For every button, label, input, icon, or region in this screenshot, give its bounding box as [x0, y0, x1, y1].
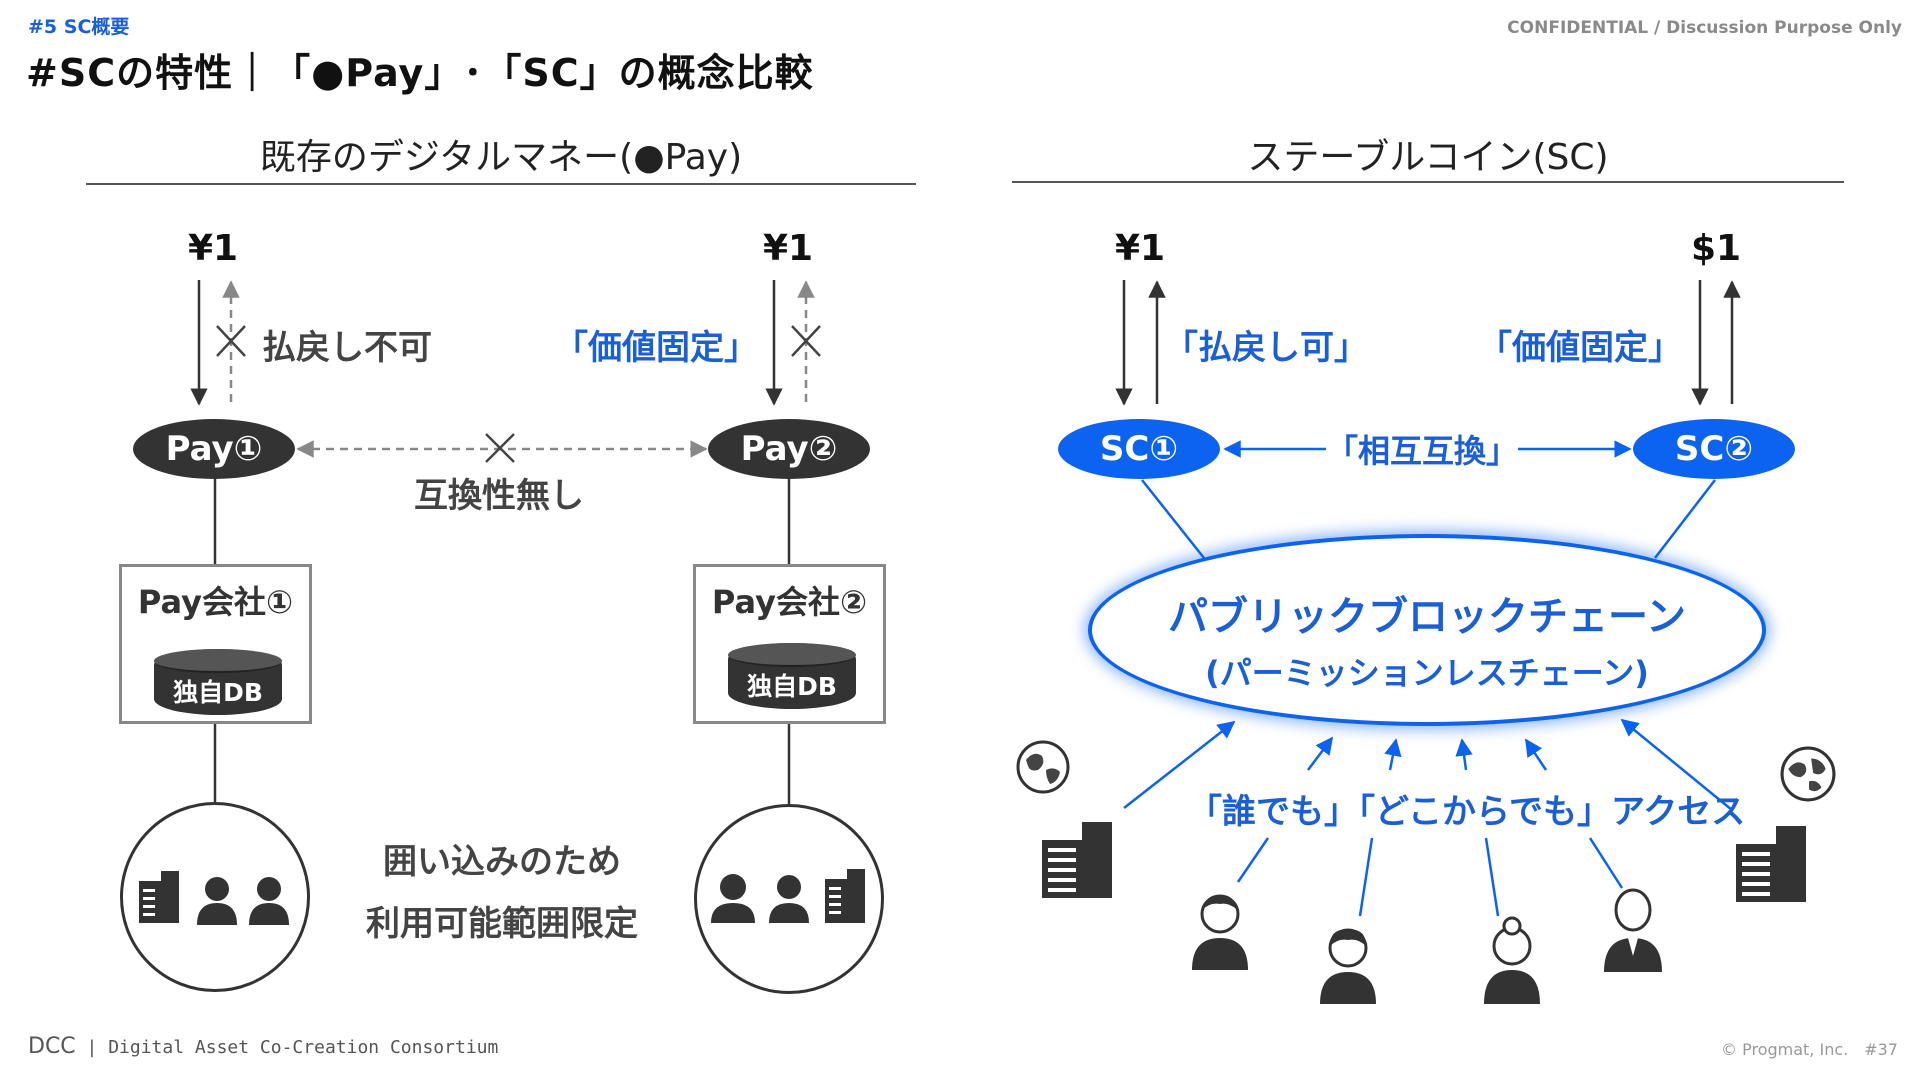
database-2-label: 独自DB: [747, 672, 837, 701]
person-icon: [1192, 894, 1248, 970]
page-title: #SCの特性｜「●Pay」･「SC」の概念比較: [26, 51, 814, 95]
label-no-interop: 互換性無し: [414, 476, 584, 516]
label-interop: 「相互互換」: [1326, 432, 1519, 470]
pay-company-1: Pay会社① 独自DB: [119, 564, 312, 724]
pay-company-1-label: Pay会社①: [137, 583, 294, 621]
right-divider: [1012, 181, 1844, 183]
label-no-refund: 払戻し不可: [262, 328, 432, 368]
globe-icon: [1780, 746, 1836, 802]
right-heading: ステーブルコイン(SC): [1247, 137, 1609, 178]
blockchain-title: パブリックブロックチェーン: [1168, 594, 1686, 640]
building-icon: [1042, 822, 1112, 898]
user-group-2-icons: [711, 869, 865, 923]
user-group-1-icons: [139, 871, 289, 925]
building-icon: [825, 869, 865, 923]
footer-logo-text: Digital Asset Co-Creation Consortium: [108, 1037, 499, 1058]
building-icon: [139, 871, 179, 923]
footer-logo-mark: DCC: [28, 1034, 76, 1059]
left-amount-1: ¥1: [187, 228, 239, 269]
footer-logo: DCC | Digital Asset Co-Creation Consorti…: [28, 1034, 498, 1059]
label-fixed-value-right: 「価値固定」: [1478, 328, 1682, 368]
database-1: 独自DB: [154, 649, 282, 715]
globe-icon: [1016, 740, 1070, 794]
copyright: © Progmat, Inc. #37: [1721, 1040, 1898, 1059]
person-icon: [1320, 928, 1376, 1004]
access-label: 「誰でも」「どこからでも」アクセス: [1188, 792, 1746, 832]
blockchain-subtitle: (パーミッションレスチェーン): [1205, 654, 1649, 692]
building-icon: [1736, 826, 1806, 902]
right-amount-1: ¥1: [1114, 228, 1166, 269]
person-icon: [1484, 916, 1540, 1004]
database-2: 独自DB: [728, 643, 856, 709]
lock-in-note-2: 利用可能範囲限定: [366, 904, 638, 944]
pay-node-1: Pay①: [133, 419, 295, 479]
database-icon: [154, 649, 282, 673]
left-amount-2: ¥1: [762, 228, 814, 269]
sc-node-2: SC②: [1633, 419, 1795, 479]
pay-company-2-label: Pay会社②: [711, 583, 868, 621]
label-refund-ok: 「払戻し可」: [1164, 328, 1368, 368]
confidential-notice: CONFIDENTIAL / Discussion Purpose Only: [1507, 18, 1902, 38]
pay-node-2: Pay②: [708, 419, 870, 479]
left-heading: 既存のデジタルマネー(●Pay): [259, 137, 743, 178]
user-group-1: [120, 802, 310, 992]
lock-in-note-1: 囲い込みのため: [383, 842, 621, 882]
sc-node-1: SC①: [1058, 419, 1220, 479]
database-icon: [728, 643, 856, 667]
user-group-2: [694, 804, 884, 994]
footer-logo-separator: |: [86, 1037, 98, 1058]
database-1-label: 独自DB: [173, 678, 263, 707]
person-icon: [1604, 888, 1662, 972]
person-icon: [197, 877, 237, 925]
person-icon: [249, 877, 289, 925]
label-fixed-value-left: 「価値固定」: [554, 328, 758, 368]
person-icon: [711, 874, 755, 923]
public-blockchain: パブリックブロックチェーン (パーミッションレスチェーン): [1088, 534, 1766, 726]
person-icon: [769, 875, 809, 923]
section-tag: #5 SC概要: [28, 16, 130, 38]
pay-company-2: Pay会社② 独自DB: [693, 564, 886, 724]
right-amount-2: $1: [1690, 228, 1742, 269]
left-divider: [86, 183, 916, 185]
